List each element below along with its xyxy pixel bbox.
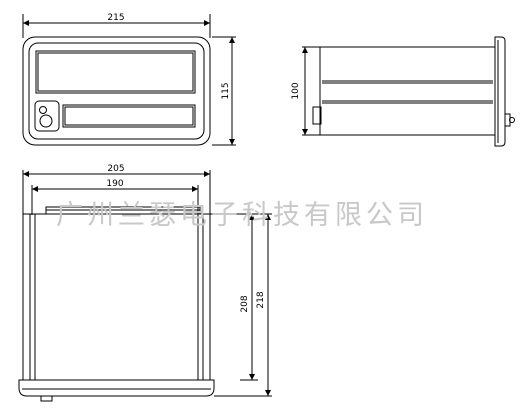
- top-view: [18, 170, 272, 402]
- front-width-label: 215: [107, 13, 124, 23]
- top-inner-width-dimension: 190: [32, 179, 198, 192]
- top-depth-outer-dimension: 218: [256, 214, 271, 396]
- label-strip: [62, 104, 196, 128]
- display-window: [35, 50, 196, 94]
- top-front-bezel: [18, 379, 215, 397]
- top-depth-inner-dimension: 208: [240, 214, 255, 380]
- company-watermark: 广州兰瑟电子科技有限公司: [56, 200, 428, 231]
- front-width-dimension: 215: [23, 13, 210, 26]
- top-inner-width-label: 190: [106, 179, 123, 189]
- front-panel-outer: [22, 36, 211, 146]
- top-depth-outer-label: 218: [256, 291, 266, 308]
- side-connector: [312, 106, 322, 125]
- front-panel-bezel: [28, 42, 205, 140]
- top-knob: [40, 395, 53, 402]
- front-height-dimension: 115: [221, 37, 235, 145]
- display-window-inner: [37, 52, 194, 92]
- side-front-bezel: [494, 36, 506, 147]
- top-depth-inner-label: 208: [240, 295, 250, 312]
- knob: [39, 114, 53, 128]
- side-body: [319, 46, 496, 136]
- button-panel: [34, 100, 60, 132]
- front-height-label: 115: [221, 82, 231, 99]
- side-height-dimension: 100: [291, 47, 308, 135]
- top-body-outer: [22, 213, 211, 381]
- top-outer-width-label: 205: [107, 164, 124, 174]
- side-view: [302, 36, 515, 147]
- front-view: [22, 14, 236, 146]
- small-button: [39, 106, 47, 114]
- side-height-label: 100: [291, 82, 301, 99]
- top-outer-width-dimension: 205: [23, 164, 210, 177]
- label-strip-inner: [64, 106, 194, 126]
